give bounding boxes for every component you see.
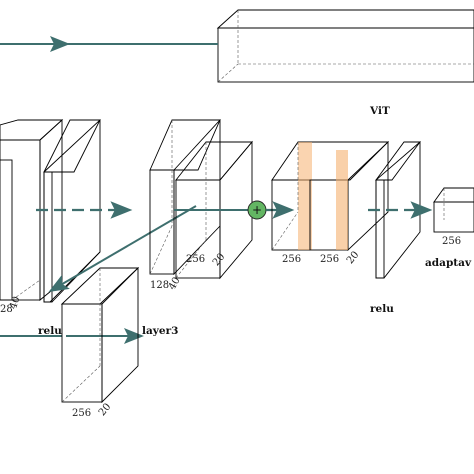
block-d-w1-label: 256	[282, 254, 301, 265]
vit-block	[216, 9, 474, 83]
pool-block	[433, 187, 474, 233]
block-e	[60, 266, 140, 404]
block-d-w2-label: 256	[320, 254, 339, 265]
block-a-h-label: 28	[0, 304, 13, 315]
block-d-d-label: 20	[345, 249, 362, 266]
block-c-w-label: 256	[186, 254, 205, 265]
block-b-w-label: 128	[150, 280, 169, 291]
vit-label: ViT	[369, 105, 390, 117]
pool-label: adaptav	[425, 257, 472, 269]
relu-right	[375, 141, 421, 279]
block-a	[0, 118, 64, 301]
block-c-d-label: 20	[211, 251, 228, 268]
block-a-d-label: 40	[8, 295, 23, 311]
relu-right-label: relu	[370, 303, 394, 315]
pool-w-label: 256	[442, 236, 461, 247]
block-c	[175, 140, 253, 280]
block-b	[149, 118, 221, 276]
block-e-d-label: 20	[97, 401, 114, 418]
plus-icon: +	[252, 203, 262, 217]
block-d	[271, 140, 390, 252]
relu-left-label: relu	[38, 325, 62, 337]
block-e-w-label: 256	[72, 408, 91, 419]
layer3-label: layer3	[142, 325, 178, 337]
